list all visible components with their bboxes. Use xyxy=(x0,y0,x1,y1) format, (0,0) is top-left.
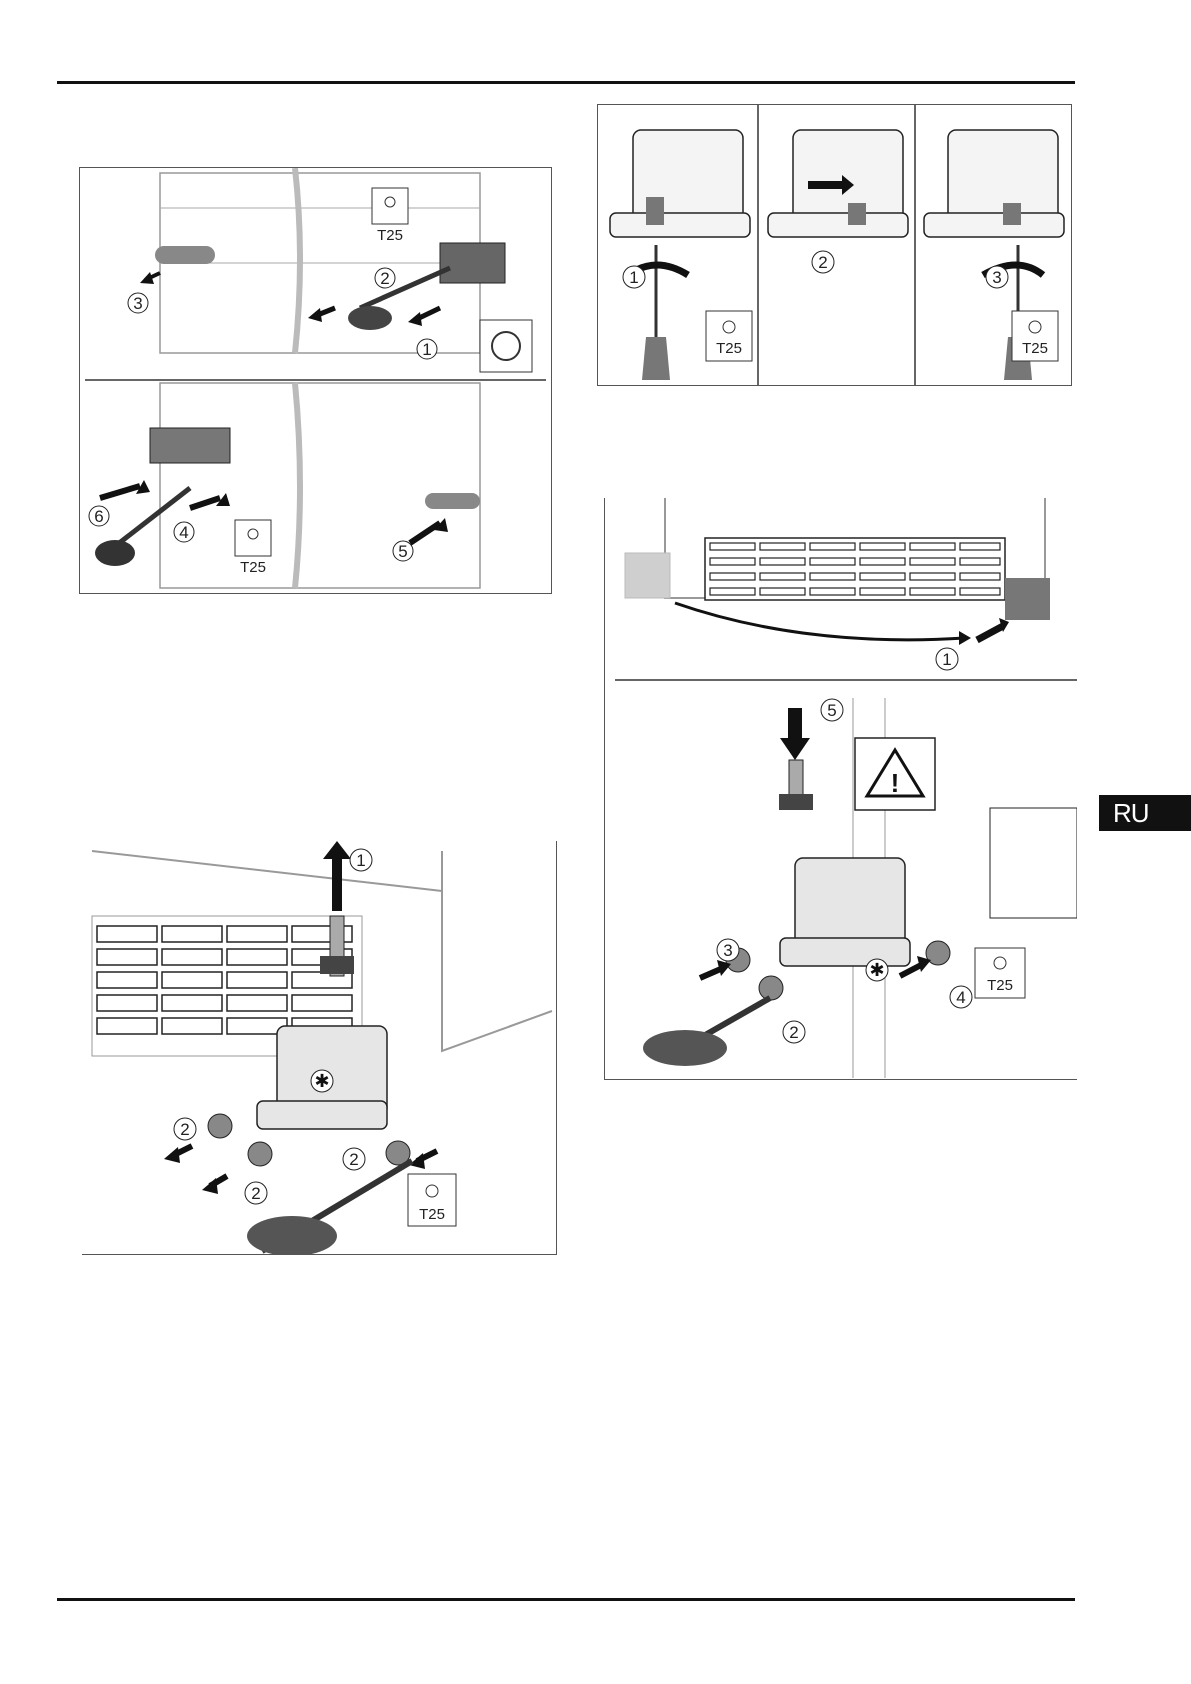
callout-1: 1 xyxy=(349,848,373,872)
tool-label-t25: T25 xyxy=(1022,340,1048,357)
tool-label-t25: T25 xyxy=(987,977,1013,994)
top-rule xyxy=(57,81,1075,84)
callout-2: 2 xyxy=(782,1020,806,1044)
star-marker: ✱ xyxy=(869,960,884,980)
callout-2: 2 xyxy=(244,1181,268,1205)
svg-text:1: 1 xyxy=(629,268,638,287)
svg-text:2: 2 xyxy=(251,1184,260,1203)
svg-text:3: 3 xyxy=(992,268,1001,287)
svg-text:2: 2 xyxy=(380,269,389,288)
figure-hinge-cover-steps: 3 2 1 6 4 5 T25 T25 xyxy=(79,167,552,594)
language-tab: RU xyxy=(1099,795,1191,831)
callout-4: 4 xyxy=(173,521,195,543)
callout-1: 1 xyxy=(935,647,959,671)
svg-text:1: 1 xyxy=(942,650,951,669)
figure-b-illustration: 1 2 3 T25 T25 xyxy=(609,105,1065,385)
svg-text:3: 3 xyxy=(133,294,142,313)
svg-text:2: 2 xyxy=(349,1150,358,1169)
callout-3: 3 xyxy=(985,265,1009,289)
figure-lower-hinge-removal: ✱ 1 2 2 2 T25 xyxy=(82,841,557,1255)
figure-lower-hinge-install: ! ✱ 1 5 3 2 4 T25 xyxy=(604,498,1077,1080)
svg-text:3: 3 xyxy=(723,941,732,960)
figure-hinge-pin-rotation: 1 2 3 T25 T25 xyxy=(597,104,1072,386)
svg-text:1: 1 xyxy=(422,340,431,359)
figure-c-illustration: ✱ 1 2 2 2 T25 xyxy=(91,841,553,1254)
callout-2: 2 xyxy=(374,267,396,289)
callout-4: 4 xyxy=(949,985,973,1009)
callout-2: 2 xyxy=(342,1147,366,1171)
tool-label-t25: T25 xyxy=(716,340,742,357)
star-marker: ✱ xyxy=(314,1071,329,1091)
svg-text:2: 2 xyxy=(789,1023,798,1042)
svg-text:2: 2 xyxy=(818,253,827,272)
figure-a-illustration: 3 2 1 6 4 5 T25 T25 xyxy=(85,168,546,589)
svg-text:5: 5 xyxy=(398,542,407,561)
svg-text:4: 4 xyxy=(956,988,965,1007)
svg-text:1: 1 xyxy=(356,851,365,870)
callout-2: 2 xyxy=(173,1117,197,1141)
callout-6: 6 xyxy=(88,505,110,527)
figure-d-illustration: ! ✱ 1 5 3 2 4 T25 xyxy=(615,498,1077,1078)
tool-label-t25: T25 xyxy=(419,1206,445,1223)
language-tab-label: RU xyxy=(1113,797,1150,828)
tool-label-t25: T25 xyxy=(240,559,266,576)
callout-5: 5 xyxy=(820,698,844,722)
bottom-rule xyxy=(57,1598,1075,1601)
callout-1: 1 xyxy=(416,338,438,360)
svg-text:4: 4 xyxy=(179,523,188,542)
svg-text:2: 2 xyxy=(180,1120,189,1139)
callout-5: 5 xyxy=(392,540,414,562)
tool-label-t25: T25 xyxy=(377,227,403,244)
warning-icon: ! xyxy=(891,768,900,798)
callout-2: 2 xyxy=(811,250,835,274)
callout-1: 1 xyxy=(622,265,646,289)
callout-3: 3 xyxy=(716,938,740,962)
svg-text:6: 6 xyxy=(94,507,103,526)
svg-text:5: 5 xyxy=(827,701,836,720)
callout-3: 3 xyxy=(127,292,149,314)
